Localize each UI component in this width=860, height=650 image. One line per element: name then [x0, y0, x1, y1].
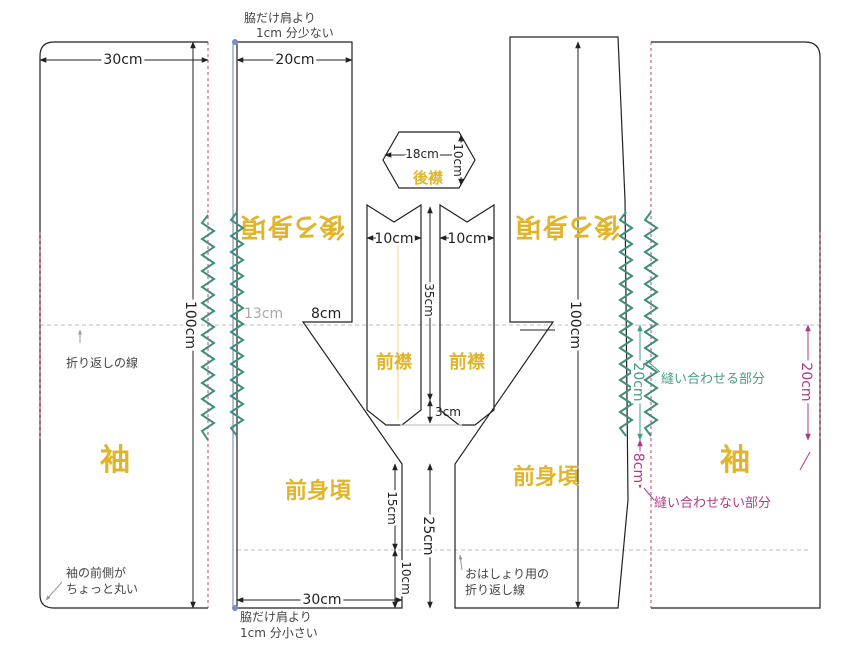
front-body-title-right: 前身頃 — [513, 464, 580, 490]
front-collar-left-outline — [366, 203, 422, 426]
front-body-title-left: 前身頃 — [285, 478, 352, 504]
joined-part-note: 縫い合わせる部分 — [661, 372, 765, 387]
slit-lower-label: 10cm — [399, 561, 413, 595]
back-body-title-left: 後ろ身頃 — [240, 211, 345, 242]
ohashori-note-line1: おはしょり用の — [465, 567, 549, 581]
right-body-length-label: 100cm — [567, 301, 583, 349]
shoulder-top-note-line1: 脇だけ肩より — [244, 10, 316, 25]
right-sleeve-title: 袖 — [720, 443, 750, 478]
front-collar-left-title: 前襟 — [376, 351, 412, 373]
back-cut-label: 13cm — [244, 306, 283, 322]
ohashori-note-line2: 折り返し線 — [465, 582, 525, 597]
sleeve-length-label: 100cm — [182, 301, 198, 349]
joined-seam-length-label: 20cm — [630, 362, 646, 401]
open-part-note: 縫い合わせない部分 — [654, 496, 771, 511]
open-part-pointer — [643, 487, 655, 501]
center-zigzag-stitch — [229, 211, 245, 437]
shoulder-bottom-note-line1: 脇だけ肩より — [240, 609, 312, 624]
ohashori-pointer — [458, 554, 463, 571]
shoulder-top-marker — [232, 39, 238, 45]
sleeve-round-note-line1: 袖の前側が — [66, 565, 126, 580]
shoulder-bottom-note-line2: 1cm 分小さい — [240, 626, 318, 640]
hem-width-label: 30cm — [302, 592, 341, 608]
left-sleeve-title: 袖 — [100, 443, 130, 478]
front-collar-right-outline — [439, 203, 495, 426]
slit-total-label: 25cm — [420, 516, 436, 555]
right-sleeve-zigzag-stitch — [643, 211, 659, 437]
collar-length-label: 35cm — [422, 283, 436, 317]
shoulder-top-note-line2: 1cm 分少ない — [256, 26, 334, 40]
slit-upper-label: 15cm — [385, 491, 399, 525]
back-collar-height-label: 10cm — [451, 143, 465, 177]
shoulder-bottom-marker — [232, 605, 238, 611]
back-body-title-right: 後ろ身頃 — [515, 211, 620, 242]
back-collar-width-label: 18cm — [405, 147, 439, 161]
collar-width-left-label: 10cm — [374, 231, 413, 247]
sleeve-width-label: 30cm — [103, 52, 142, 68]
back-body-outline — [236, 41, 403, 609]
collar-width-right-label: 10cm — [447, 231, 486, 247]
left-zigzag-stitch — [200, 214, 216, 441]
back-collar-outline — [382, 131, 476, 189]
right-sleeve-seam-label: 20cm — [798, 362, 814, 401]
fold-line-note: 折り返しの線 — [66, 355, 138, 370]
front-collar-right-title: 前襟 — [449, 351, 485, 373]
back-width-label: 20cm — [275, 52, 314, 68]
sleeve-round-note-line2: ちょっと丸い — [66, 582, 138, 596]
right-body-zigzag-stitch — [618, 211, 634, 437]
back-collar-title: 後襟 — [412, 169, 443, 187]
sleeve-round-pointer — [45, 581, 63, 601]
open-seam-length-label: 8cm — [630, 453, 646, 483]
collar-bottom-label: 3cm — [435, 405, 461, 419]
right-sleeve-open-pointer — [799, 451, 811, 471]
left-sleeve-outline — [39, 41, 208, 609]
right-sleeve-outline — [651, 41, 821, 609]
notch-label: 8cm — [311, 306, 341, 322]
right-body-outline — [454, 36, 629, 609]
